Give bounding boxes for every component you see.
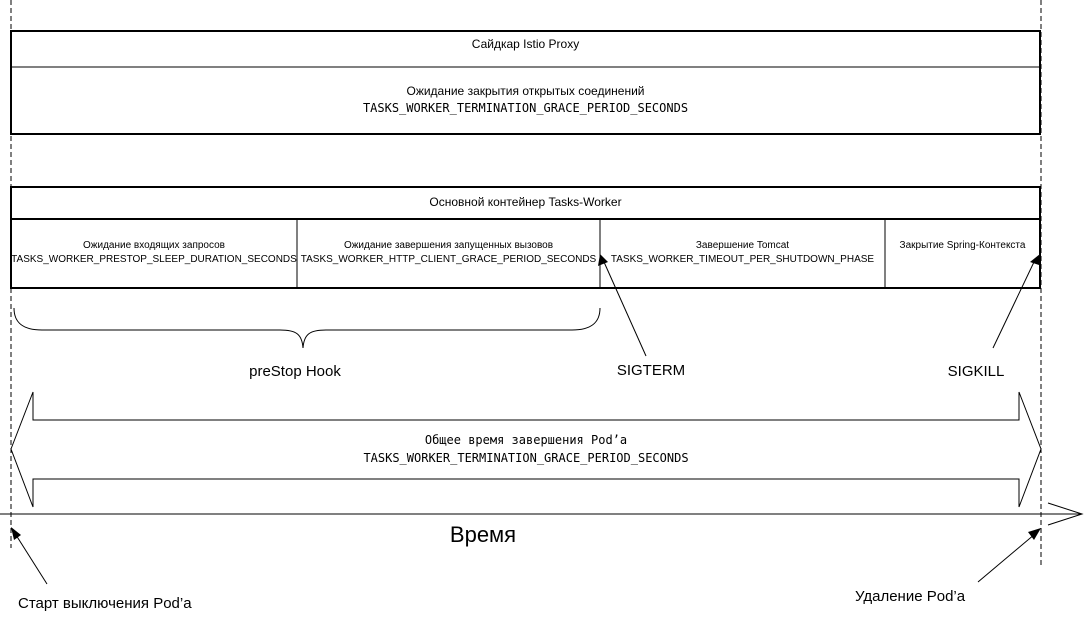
delete-arrow-line bbox=[977, 533, 1036, 583]
sidecar-box bbox=[10, 30, 1041, 135]
start-arrowhead bbox=[11, 527, 21, 540]
sigterm-arrow-line bbox=[603, 261, 647, 357]
prestop-brace bbox=[13, 307, 601, 349]
phase-3-var: TASKS_WORKER_TIMEOUT_PER_SHUTDOWN_PHASE bbox=[610, 254, 875, 265]
sigterm-label: SIGTERM bbox=[616, 362, 686, 379]
sigterm-arrowhead bbox=[598, 254, 608, 266]
total-time-var: TASKS_WORKER_TERMINATION_GRACE_PERIOD_SE… bbox=[363, 451, 689, 465]
delete-arrowhead bbox=[1028, 528, 1041, 540]
phase-1-label: Ожидание входящих запросов bbox=[83, 240, 225, 251]
sidecar-title: Сайдкар Istio Proxy bbox=[471, 37, 580, 51]
prestop-hook-label: preStop Hook bbox=[249, 363, 341, 380]
start-label: Старт выключения Pod’a bbox=[18, 595, 192, 612]
sidecar-wait-var: TASKS_WORKER_TERMINATION_GRACE_PERIOD_SE… bbox=[362, 101, 689, 115]
main-container-title: Основной контейнер Tasks-Worker bbox=[429, 195, 622, 209]
timeline-label: Время bbox=[449, 522, 517, 547]
phase-3-label: Завершение Tomcat bbox=[695, 240, 790, 251]
total-time-label: Общее время завершения Pod’а bbox=[424, 433, 628, 447]
phase-1-var: TASKS_WORKER_PRESTOP_SLEEP_DURATION_SECO… bbox=[11, 254, 297, 265]
total-time-arrow bbox=[10, 391, 1042, 508]
main-container-box bbox=[10, 186, 1041, 289]
sigkill-arrowhead bbox=[1030, 254, 1040, 265]
phase-4-label: Закрытие Spring-Контекста bbox=[899, 240, 1026, 251]
sidecar-wait-label: Ожидание закрытия открытых соединений bbox=[406, 84, 645, 98]
sigkill-label: SIGKILL bbox=[947, 363, 1005, 380]
phase-2-var: TASKS_WORKER_HTTP_CLIENT_GRACE_PERIOD_SE… bbox=[300, 254, 597, 265]
phase-2-label: Ожидание завершения запущенных вызовов bbox=[343, 240, 554, 251]
delete-label: Удаление Pod’a bbox=[855, 588, 966, 605]
time-axis-arrowhead bbox=[1047, 502, 1084, 526]
start-arrow-line bbox=[15, 534, 48, 585]
sigkill-arrow-line bbox=[992, 261, 1035, 349]
